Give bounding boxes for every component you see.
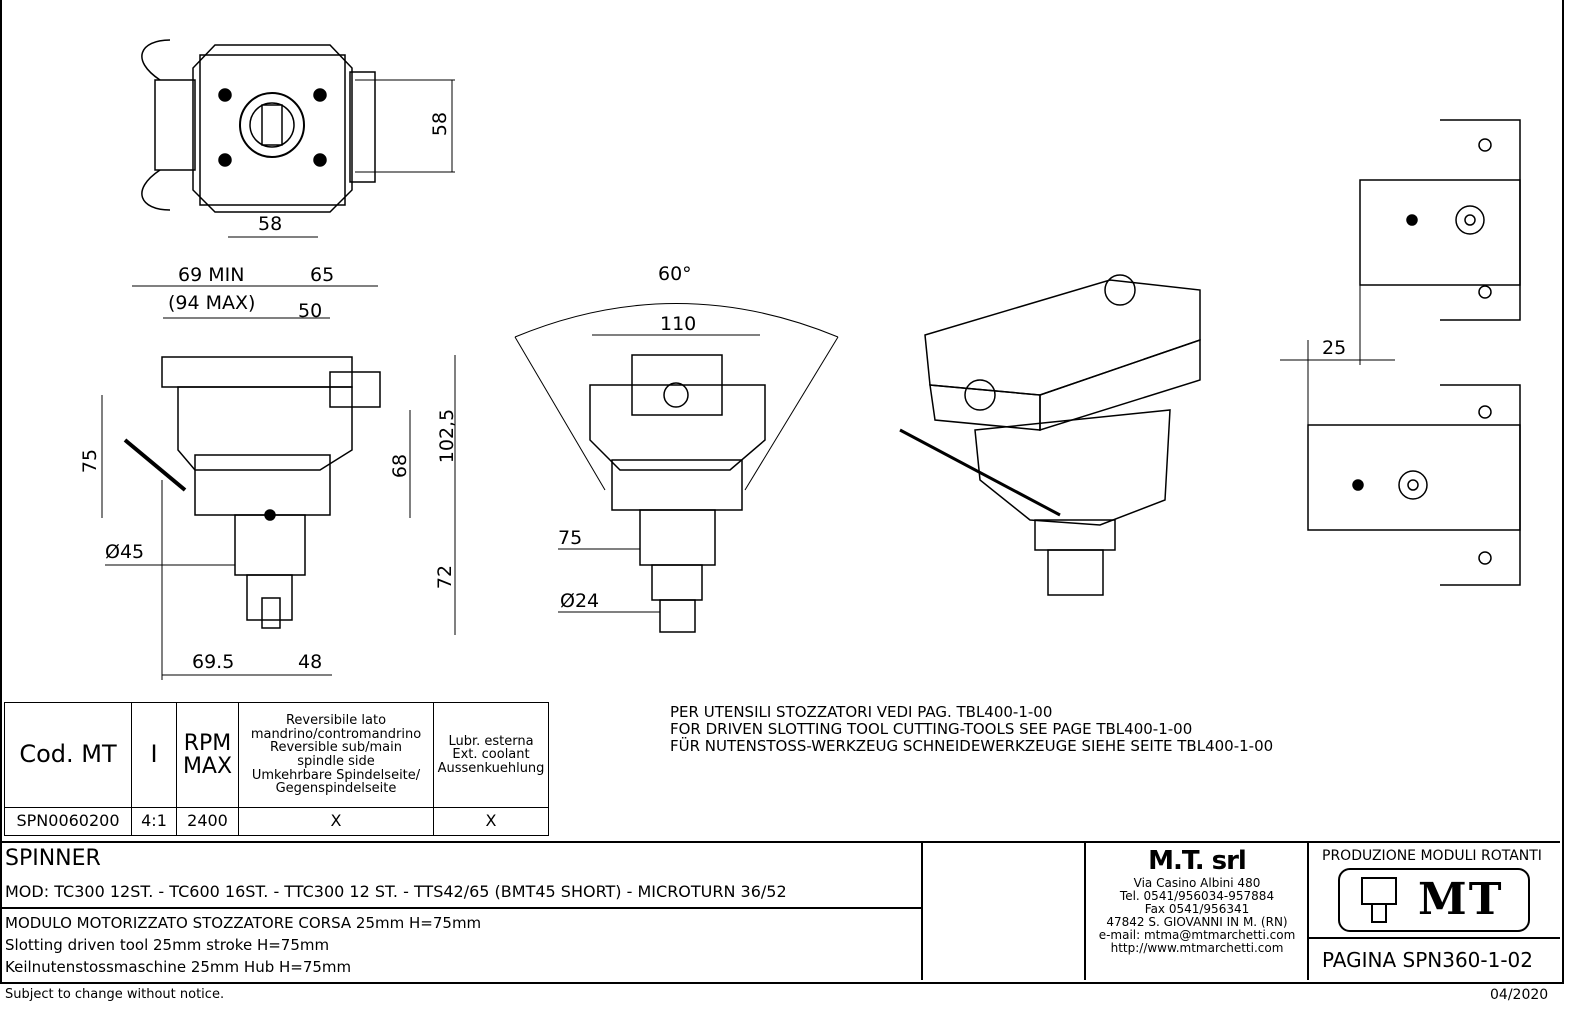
description-line: MODULO MOTORIZZATO STOZZATORE CORSA 25mm… bbox=[5, 914, 482, 932]
reversible-line: Gegenspindelseite bbox=[275, 781, 397, 797]
dim-dia-24: Ø24 bbox=[560, 590, 600, 612]
company-info: M.T. srl Via Casino Albini 480 Tel. 0541… bbox=[1087, 845, 1307, 955]
stroke-views-drawing bbox=[1280, 119, 1521, 586]
description-line: Slotting driven tool 25mm stroke H=75mm bbox=[5, 936, 330, 954]
description-line: Keilnutenstossmaschine 25mm Hub H=75mm bbox=[5, 958, 352, 976]
dim-stroke-25: 25 bbox=[1322, 337, 1347, 359]
cell-code: SPN0060200 bbox=[4, 807, 132, 836]
header-reversible: Reversibile lato mandrino/contromandrino… bbox=[238, 702, 434, 808]
reversible-line: Umkehrbare Spindelseite/ bbox=[251, 767, 421, 783]
front-view-drawing bbox=[514, 303, 839, 633]
note-line: FÜR NUTENSTOSS-WERKZEUG SCHNEIDEWERKZEUG… bbox=[670, 737, 1274, 755]
reversible-line: spindle side bbox=[297, 754, 375, 769]
compatible-models: MOD: TC300 12ST. - TC600 16ST. - TTC300 … bbox=[5, 882, 787, 901]
cell-coolant: X bbox=[433, 807, 549, 836]
spinner-logo-icon bbox=[1361, 877, 1397, 923]
dim-75-front: 75 bbox=[558, 527, 583, 549]
dim-69-5: 69.5 bbox=[192, 651, 235, 673]
cell-rpm: 2400 bbox=[176, 807, 239, 836]
coolant-line: Aussenkuehlung bbox=[437, 760, 545, 776]
cell-reversible: X bbox=[238, 807, 434, 836]
dim-top-width: 58 bbox=[258, 213, 283, 235]
dim-68: 68 bbox=[389, 453, 412, 479]
company-city: 47842 S. GIOVANNI IN M. (RN) bbox=[1106, 915, 1288, 929]
disclaimer: Subject to change without notice. bbox=[5, 987, 225, 1002]
division-label: PRODUZIONE MODULI ROTANTI bbox=[1322, 848, 1542, 864]
company-address: Via Casino Albini 480 bbox=[1133, 876, 1261, 890]
company-fax: Fax 0541/956341 bbox=[1144, 902, 1250, 916]
company-tel: Tel. 0541/956034-957884 bbox=[1119, 889, 1275, 903]
page-border bbox=[0, 0, 1564, 984]
dim-110: 110 bbox=[660, 313, 697, 335]
table-row: SPN0060200 4:1 2400 X X bbox=[4, 807, 549, 836]
dim-min-length: 69 MIN bbox=[178, 264, 245, 286]
dim-72: 72 bbox=[434, 564, 457, 590]
cell-ratio: 4:1 bbox=[131, 807, 177, 836]
dim-50: 50 bbox=[298, 300, 323, 322]
dim-max-length: (94 MAX) bbox=[168, 292, 256, 314]
description: MODULO MOTORIZZATO STOZZATORE CORSA 25mm… bbox=[5, 912, 481, 978]
coolant-line: Ext. coolant bbox=[452, 747, 530, 763]
note-line: FOR DRIVEN SLOTTING TOOL CUTTING-TOOLS S… bbox=[670, 720, 1193, 738]
coolant-line: Lubr. esterna bbox=[448, 733, 534, 749]
dim-65: 65 bbox=[310, 264, 335, 286]
product-name: SPINNER bbox=[5, 846, 101, 871]
page-number: PAGINA SPN360-1-02 bbox=[1322, 948, 1534, 972]
dim-48: 48 bbox=[298, 651, 323, 673]
logo: MT bbox=[1338, 868, 1530, 932]
header-code: Cod. MT bbox=[4, 702, 132, 808]
dim-top-height: 58 bbox=[429, 111, 452, 137]
top-view-drawing bbox=[141, 39, 455, 238]
isometric-view-drawing bbox=[899, 274, 1201, 596]
dim-dia-45: Ø45 bbox=[105, 541, 145, 563]
reversible-line: Reversibile lato bbox=[285, 713, 387, 729]
header-ratio: I bbox=[131, 702, 177, 808]
company-web: http://www.mtmarchetti.com bbox=[1110, 941, 1284, 955]
side-view-drawing bbox=[101, 285, 456, 680]
dim-angle: 60° bbox=[658, 263, 692, 285]
notes: PER UTENSILI STOZZATORI VEDI PAG. TBL400… bbox=[670, 704, 1273, 755]
revision-date: 04/2020 bbox=[1490, 987, 1549, 1003]
reversible-line: Reversible sub/main bbox=[270, 740, 402, 756]
reversible-line: mandrino/contromandrino bbox=[250, 726, 422, 742]
company-email: e-mail: mtma@mtmarchetti.com bbox=[1098, 928, 1296, 942]
logo-text: MT bbox=[1418, 874, 1504, 925]
header-rpm: RPM MAX bbox=[176, 702, 239, 808]
spec-table: Cod. MT I RPM MAX Reversibile lato mandr… bbox=[4, 702, 549, 836]
dim-75-side: 75 bbox=[79, 448, 102, 474]
dim-102-5: 102,5 bbox=[436, 408, 459, 464]
company-name: M.T. srl bbox=[1148, 846, 1247, 876]
note-line: PER UTENSILI STOZZATORI VEDI PAG. TBL400… bbox=[670, 703, 1053, 721]
header-coolant: Lubr. esterna Ext. coolant Aussenkuehlun… bbox=[433, 702, 549, 808]
